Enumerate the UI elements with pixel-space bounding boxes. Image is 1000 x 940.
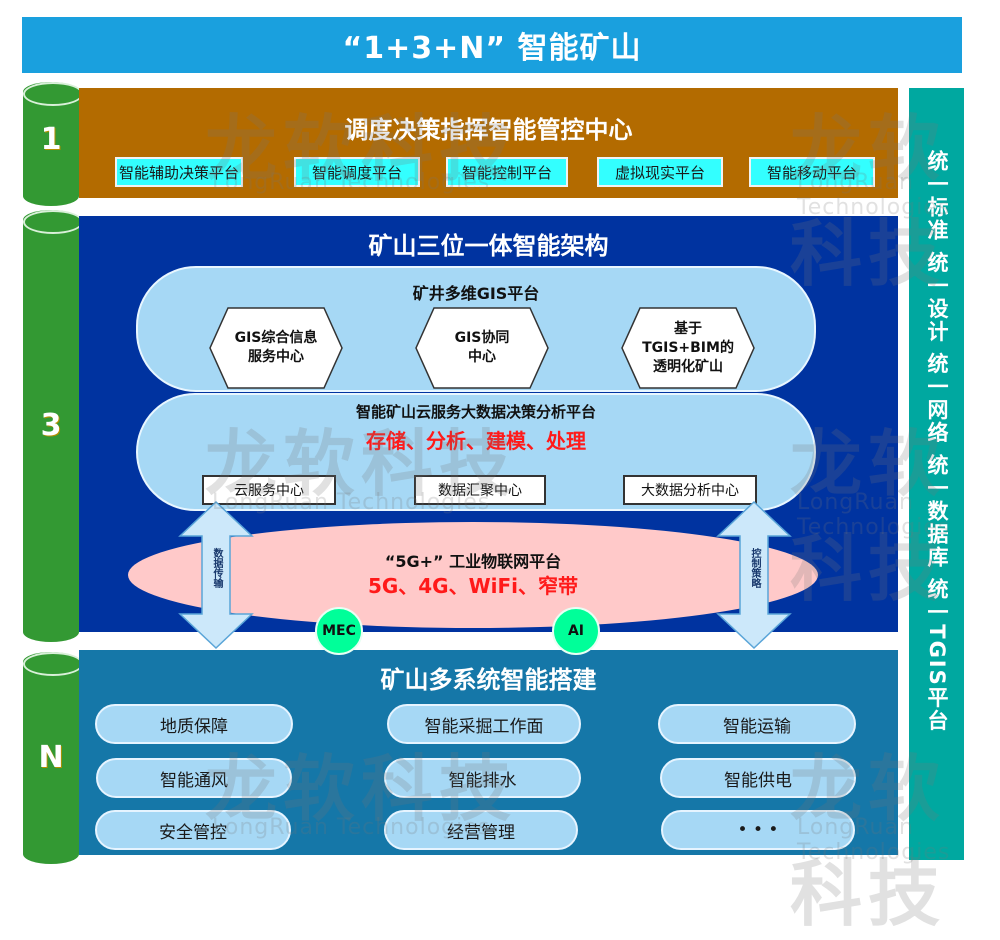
unified-standards-banner: 统一标准 统一设计 统一网络 统一数据库 统一TGIS平台 <box>909 88 964 860</box>
platform-dispatch[interactable]: 智能调度平台 <box>294 157 420 187</box>
hex-label: 基于 TGIS+BIM的 透明化矿山 <box>642 320 734 375</box>
layer-1-cylinder: 1 <box>23 82 83 206</box>
system-drainage[interactable]: 智能排水 <box>384 758 581 798</box>
hexagon-shape <box>621 307 755 389</box>
iot-platform-title: “5G+” 工业物联网平台 <box>384 552 562 571</box>
layer-3-cylinder: 3 <box>23 210 83 642</box>
layer-3-title: 矿山三位一体智能架构 <box>368 232 609 260</box>
control-strategy-label: 控制策略 <box>749 548 760 588</box>
cloud-service-center[interactable]: 云服务中心 <box>202 475 336 505</box>
data-transfer-arrow-icon <box>178 500 254 650</box>
hex-label: GIS综合信息 服务中心 <box>234 330 318 365</box>
cloud-platform-title: 智能矿山云服务大数据决策分析平台 <box>355 403 596 421</box>
platform-decision-support[interactable]: 智能辅助决策平台 <box>115 157 243 187</box>
platform-virtual-reality[interactable]: 虚拟现实平台 <box>597 157 723 187</box>
ai-node[interactable]: AI <box>552 607 600 655</box>
hexagon-shape <box>209 307 343 389</box>
system-safety-control[interactable]: 安全管控 <box>95 810 291 850</box>
diagram-title: “1+3+N” 智能矿山 <box>22 17 962 73</box>
platform-mobile[interactable]: 智能移动平台 <box>749 157 875 187</box>
gis-platform: 矿井多维GIS平台 GIS综合信息 服务中心 GIS协同 中心 基于 TGIS+… <box>136 266 816 392</box>
system-power-supply[interactable]: 智能供电 <box>660 758 856 798</box>
system-operations-management[interactable]: 经营管理 <box>384 810 578 850</box>
mec-node[interactable]: MEC <box>315 607 363 655</box>
cloud-functions: 存储、分析、建模、处理 <box>366 429 586 453</box>
gis-info-service-center[interactable]: GIS综合信息 服务中心 <box>208 306 344 390</box>
cloud-bigdata-platform: 智能矿山云服务大数据决策分析平台 存储、分析、建模、处理 云服务中心 数据汇聚中… <box>136 393 816 511</box>
platform-control[interactable]: 智能控制平台 <box>446 157 568 187</box>
system-mining-face[interactable]: 智能采掘工作面 <box>387 704 581 744</box>
system-transport[interactable]: 智能运输 <box>658 704 856 744</box>
hexagon-shape <box>415 307 549 389</box>
layer-n-label: N <box>38 740 64 775</box>
layer-3-label: 3 <box>40 408 62 443</box>
layer-1-title: 调度决策指挥智能管控中心 <box>344 116 633 144</box>
system-geology[interactable]: 地质保障 <box>95 704 293 744</box>
iot-5g-platform: “5G+” 工业物联网平台 5G、4G、WiFi、窄带 <box>128 522 818 628</box>
data-transfer-label: 数据传输 <box>211 548 222 588</box>
gis-collaboration-center[interactable]: GIS协同 中心 <box>414 306 550 390</box>
data-aggregation-center[interactable]: 数据汇聚中心 <box>414 475 546 505</box>
hex-label: GIS协同 中心 <box>454 330 510 365</box>
layer-1-label: 1 <box>40 122 62 157</box>
gis-platform-title: 矿井多维GIS平台 <box>412 284 540 303</box>
layer-n-cylinder: N <box>23 652 83 864</box>
system-more[interactable]: • • • <box>661 810 855 850</box>
bigdata-analysis-center[interactable]: 大数据分析中心 <box>623 475 757 505</box>
system-ventilation[interactable]: 智能通风 <box>96 758 292 798</box>
transparent-mine-center[interactable]: 基于 TGIS+BIM的 透明化矿山 <box>620 306 756 390</box>
layer-n-title: 矿山多系统智能搭建 <box>380 666 597 694</box>
unified-standards-text: 统一标准 统一设计 统一网络 统一数据库 统一TGIS平台 <box>925 150 949 733</box>
control-strategy-arrow-icon <box>716 500 792 650</box>
layer-1-command-center: 调度决策指挥智能管控中心 智能辅助决策平台 智能调度平台 智能控制平台 虚拟现实… <box>79 88 898 198</box>
layer-n-systems: 矿山多系统智能搭建 地质保障 智能采掘工作面 智能运输 智能通风 智能排水 智能… <box>79 650 898 855</box>
iot-networks: 5G、4G、WiFi、窄带 <box>367 574 579 598</box>
